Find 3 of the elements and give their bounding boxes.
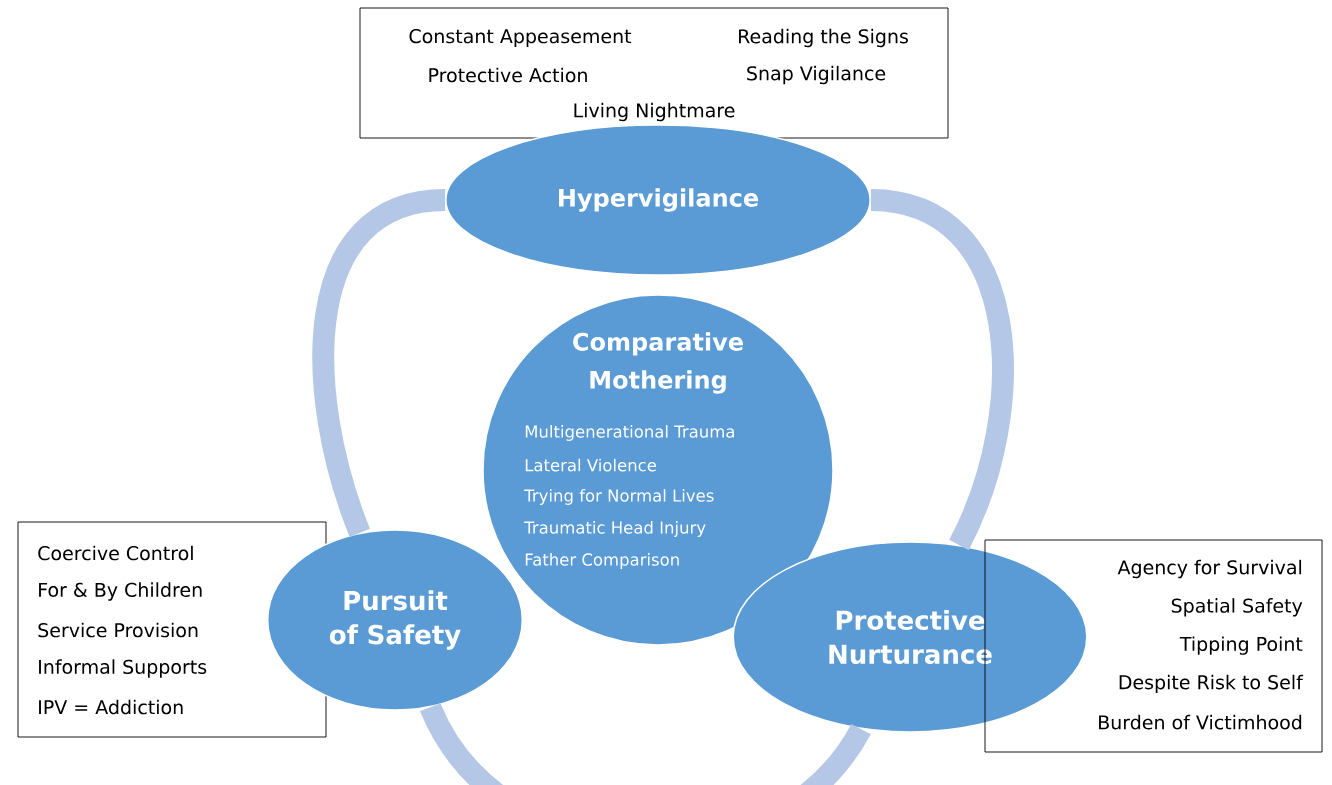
ring-arc: [869, 189, 1014, 550]
ring-arc: [420, 702, 871, 785]
ring-arc: [312, 189, 447, 537]
